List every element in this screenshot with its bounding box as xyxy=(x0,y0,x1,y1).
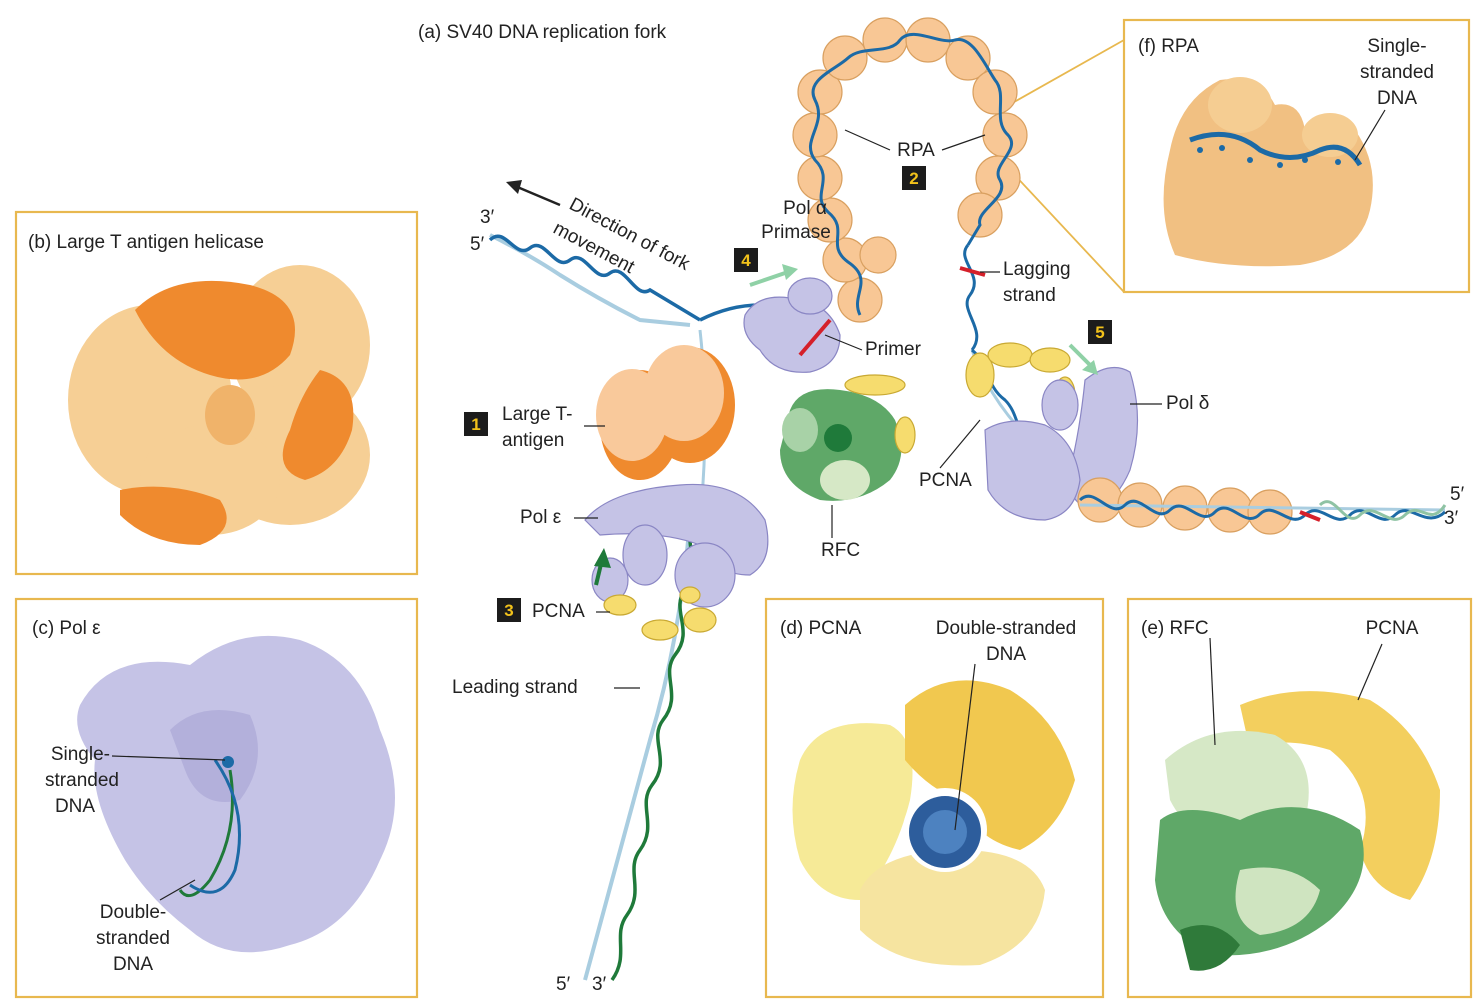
svg-text:3: 3 xyxy=(504,601,513,620)
pol-alpha-primase-complex xyxy=(743,277,841,373)
step-4-badge: 4 xyxy=(734,248,758,272)
pol-delta-arrow xyxy=(1068,343,1098,375)
step-3-badge: 3 xyxy=(497,598,521,622)
step-5-badge: 5 xyxy=(1088,320,1112,344)
rfc-label: RFC xyxy=(821,540,860,561)
panel-d-leader xyxy=(954,663,976,831)
rpa-coated-lagging-loop xyxy=(792,17,1028,323)
helicase-surface-model xyxy=(68,265,370,545)
primase-arrow xyxy=(749,264,798,287)
panel-f-callout-bottom xyxy=(1009,169,1125,293)
leading-strand-label: Leading strand xyxy=(452,677,578,698)
pol-epsilon-complex xyxy=(584,483,769,608)
panel-c-ds-label-3: DNA xyxy=(113,954,153,975)
right-3prime-label: 3′ xyxy=(1444,508,1459,529)
panel-f-leader xyxy=(1354,109,1386,161)
panel-f-rpa: (f) RPA Single- stranded DNA xyxy=(1122,18,1471,294)
panel-f-title: (f) RPA xyxy=(1138,36,1199,57)
panel-b-title: (b) Large T antigen helicase xyxy=(28,232,264,253)
pcna-leading-label: PCNA xyxy=(532,601,585,622)
panel-c-ds-label-1: Double- xyxy=(100,902,167,923)
rpa-leader-left xyxy=(844,129,891,151)
panel-e-rfc: (e) RFC PCNA xyxy=(1126,597,1473,999)
lagging-label-1: Lagging xyxy=(1003,259,1071,280)
panel-c-ds-label-2: stranded xyxy=(96,928,170,949)
top-3prime-label: 3′ xyxy=(480,207,495,228)
panel-f-label-3: DNA xyxy=(1377,88,1417,109)
svg-text:4: 4 xyxy=(741,251,751,270)
pol-alpha-label-1: Pol α xyxy=(783,198,827,219)
panel-f-label-1: Single- xyxy=(1367,36,1426,57)
pcna-lagging-label: PCNA xyxy=(919,470,972,491)
panel-c-pol-epsilon: (c) Pol ε Single- stranded DNA Double- s… xyxy=(14,597,419,999)
pol-epsilon-surface-model xyxy=(77,635,395,953)
svg-text:5: 5 xyxy=(1095,323,1104,342)
panel-c-ds-leader xyxy=(159,879,196,901)
panel-f-label-2: stranded xyxy=(1360,62,1434,83)
bottom-3prime-label: 3′ xyxy=(592,974,607,995)
step-1-badge: 1 xyxy=(464,412,488,436)
panel-e-rfc-leader xyxy=(1209,637,1216,746)
rpa-surface-model xyxy=(1163,77,1373,267)
pcna-ring-leading xyxy=(603,586,717,641)
panel-d-pcna: (d) PCNA Double-stranded DNA xyxy=(764,597,1105,999)
primer-leader xyxy=(824,334,863,351)
rpa-label: RPA xyxy=(897,140,935,161)
panel-e-pcna-label: PCNA xyxy=(1366,618,1419,639)
fork-direction-arrow xyxy=(506,180,561,207)
panel-d-label-2: DNA xyxy=(986,644,1026,665)
rpa-leader-right xyxy=(941,134,986,151)
right-5prime-label: 5′ xyxy=(1450,484,1465,505)
panel-e-title: (e) RFC xyxy=(1141,618,1209,639)
pol-delta-complex xyxy=(984,366,1139,521)
svg-text:2: 2 xyxy=(909,169,918,188)
pol-alpha-label-2: Primase xyxy=(761,222,831,243)
bottom-5prime-label: 5′ xyxy=(556,974,571,995)
panel-d-label-1: Double-stranded xyxy=(936,618,1076,639)
leading-synthesis-arrow xyxy=(594,548,611,586)
large-t-label-2: antigen xyxy=(502,430,564,451)
pol-epsilon-label: Pol ε xyxy=(520,507,562,528)
parental-dna-duplex xyxy=(488,233,761,327)
pcna-lagging-leader xyxy=(939,419,981,469)
panel-c-ss-label-3: DNA xyxy=(55,796,95,817)
panel-e-pcna-leader xyxy=(1357,643,1383,701)
panel-c-ss-label-2: stranded xyxy=(45,770,119,791)
panel-c-title: (c) Pol ε xyxy=(32,618,101,639)
rfc-surface-model xyxy=(1155,691,1440,971)
svg-text:1: 1 xyxy=(471,415,480,434)
top-5prime-label: 5′ xyxy=(470,234,485,255)
large-t-antigen-helicase xyxy=(596,345,735,480)
large-t-label-1: Large T- xyxy=(502,404,572,425)
lagging-product-duplex xyxy=(1077,477,1447,535)
primer-label: Primer xyxy=(865,339,922,360)
pcna-surface-model xyxy=(792,680,1075,966)
rfc-clamp-loader xyxy=(780,374,916,501)
panel-c-ss-label-1: Single- xyxy=(51,744,110,765)
panel-f-callout-top xyxy=(999,39,1125,111)
lagging-label-2: strand xyxy=(1003,285,1056,306)
pol-delta-label: Pol δ xyxy=(1166,393,1209,414)
panel-d-title: (d) PCNA xyxy=(780,618,862,639)
fork-title: (a) SV40 DNA replication fork xyxy=(418,22,667,43)
panel-c-ss-leader xyxy=(111,755,226,761)
panel-b-large-t-helicase: (b) Large T antigen helicase xyxy=(14,210,419,576)
step-2-badge: 2 xyxy=(902,166,926,190)
